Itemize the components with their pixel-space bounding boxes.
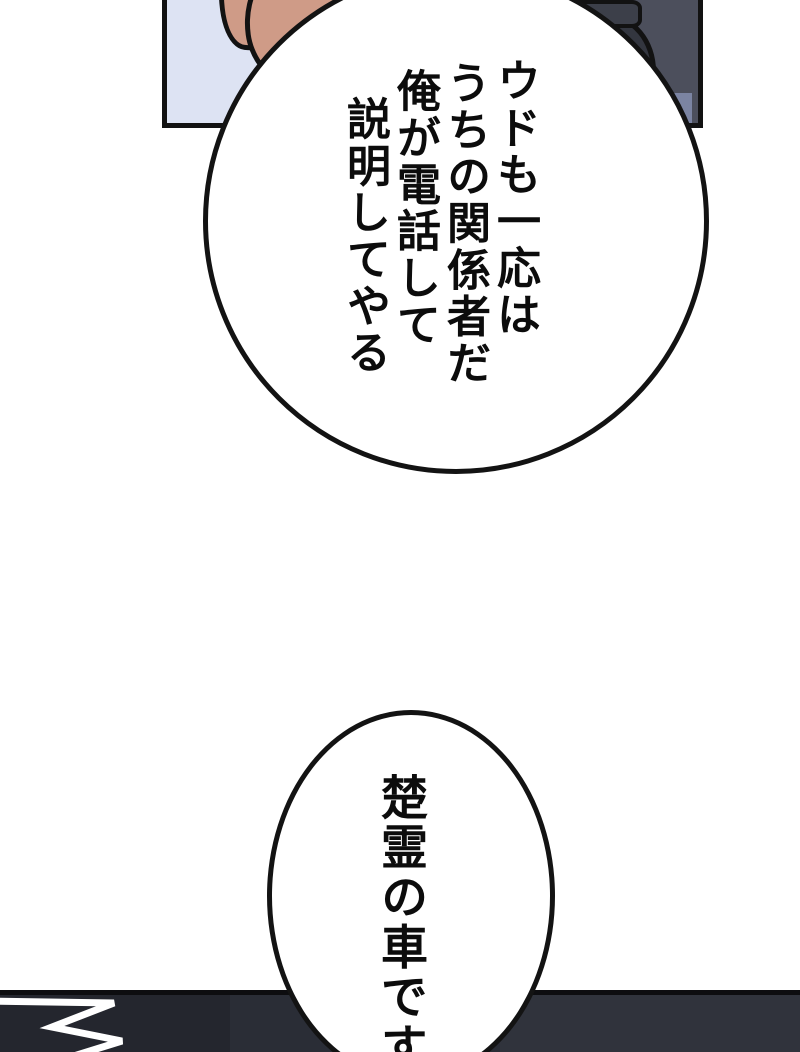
bubble-lower-line-1: 楚霊の車です bbox=[373, 773, 425, 1052]
bubble-main-line-1: ウドも一応は bbox=[490, 58, 539, 338]
white-zigzag-highlight-icon bbox=[0, 997, 124, 1052]
bottom-panel-shade-right bbox=[500, 995, 800, 1052]
speech-bubble-main bbox=[203, 0, 709, 474]
bubble-main-line-4: 説明してやる bbox=[340, 96, 389, 376]
speech-bubble-lower-text: 楚霊の車です bbox=[373, 773, 425, 1052]
bubble-main-line-3: 俺が電話して bbox=[390, 68, 439, 348]
speech-bubble-main-text: ウドも一応は うちの関係者だ 俺が電話して 説明してやる bbox=[336, 50, 539, 387]
bubble-main-line-2: うちの関係者だ bbox=[440, 60, 489, 387]
